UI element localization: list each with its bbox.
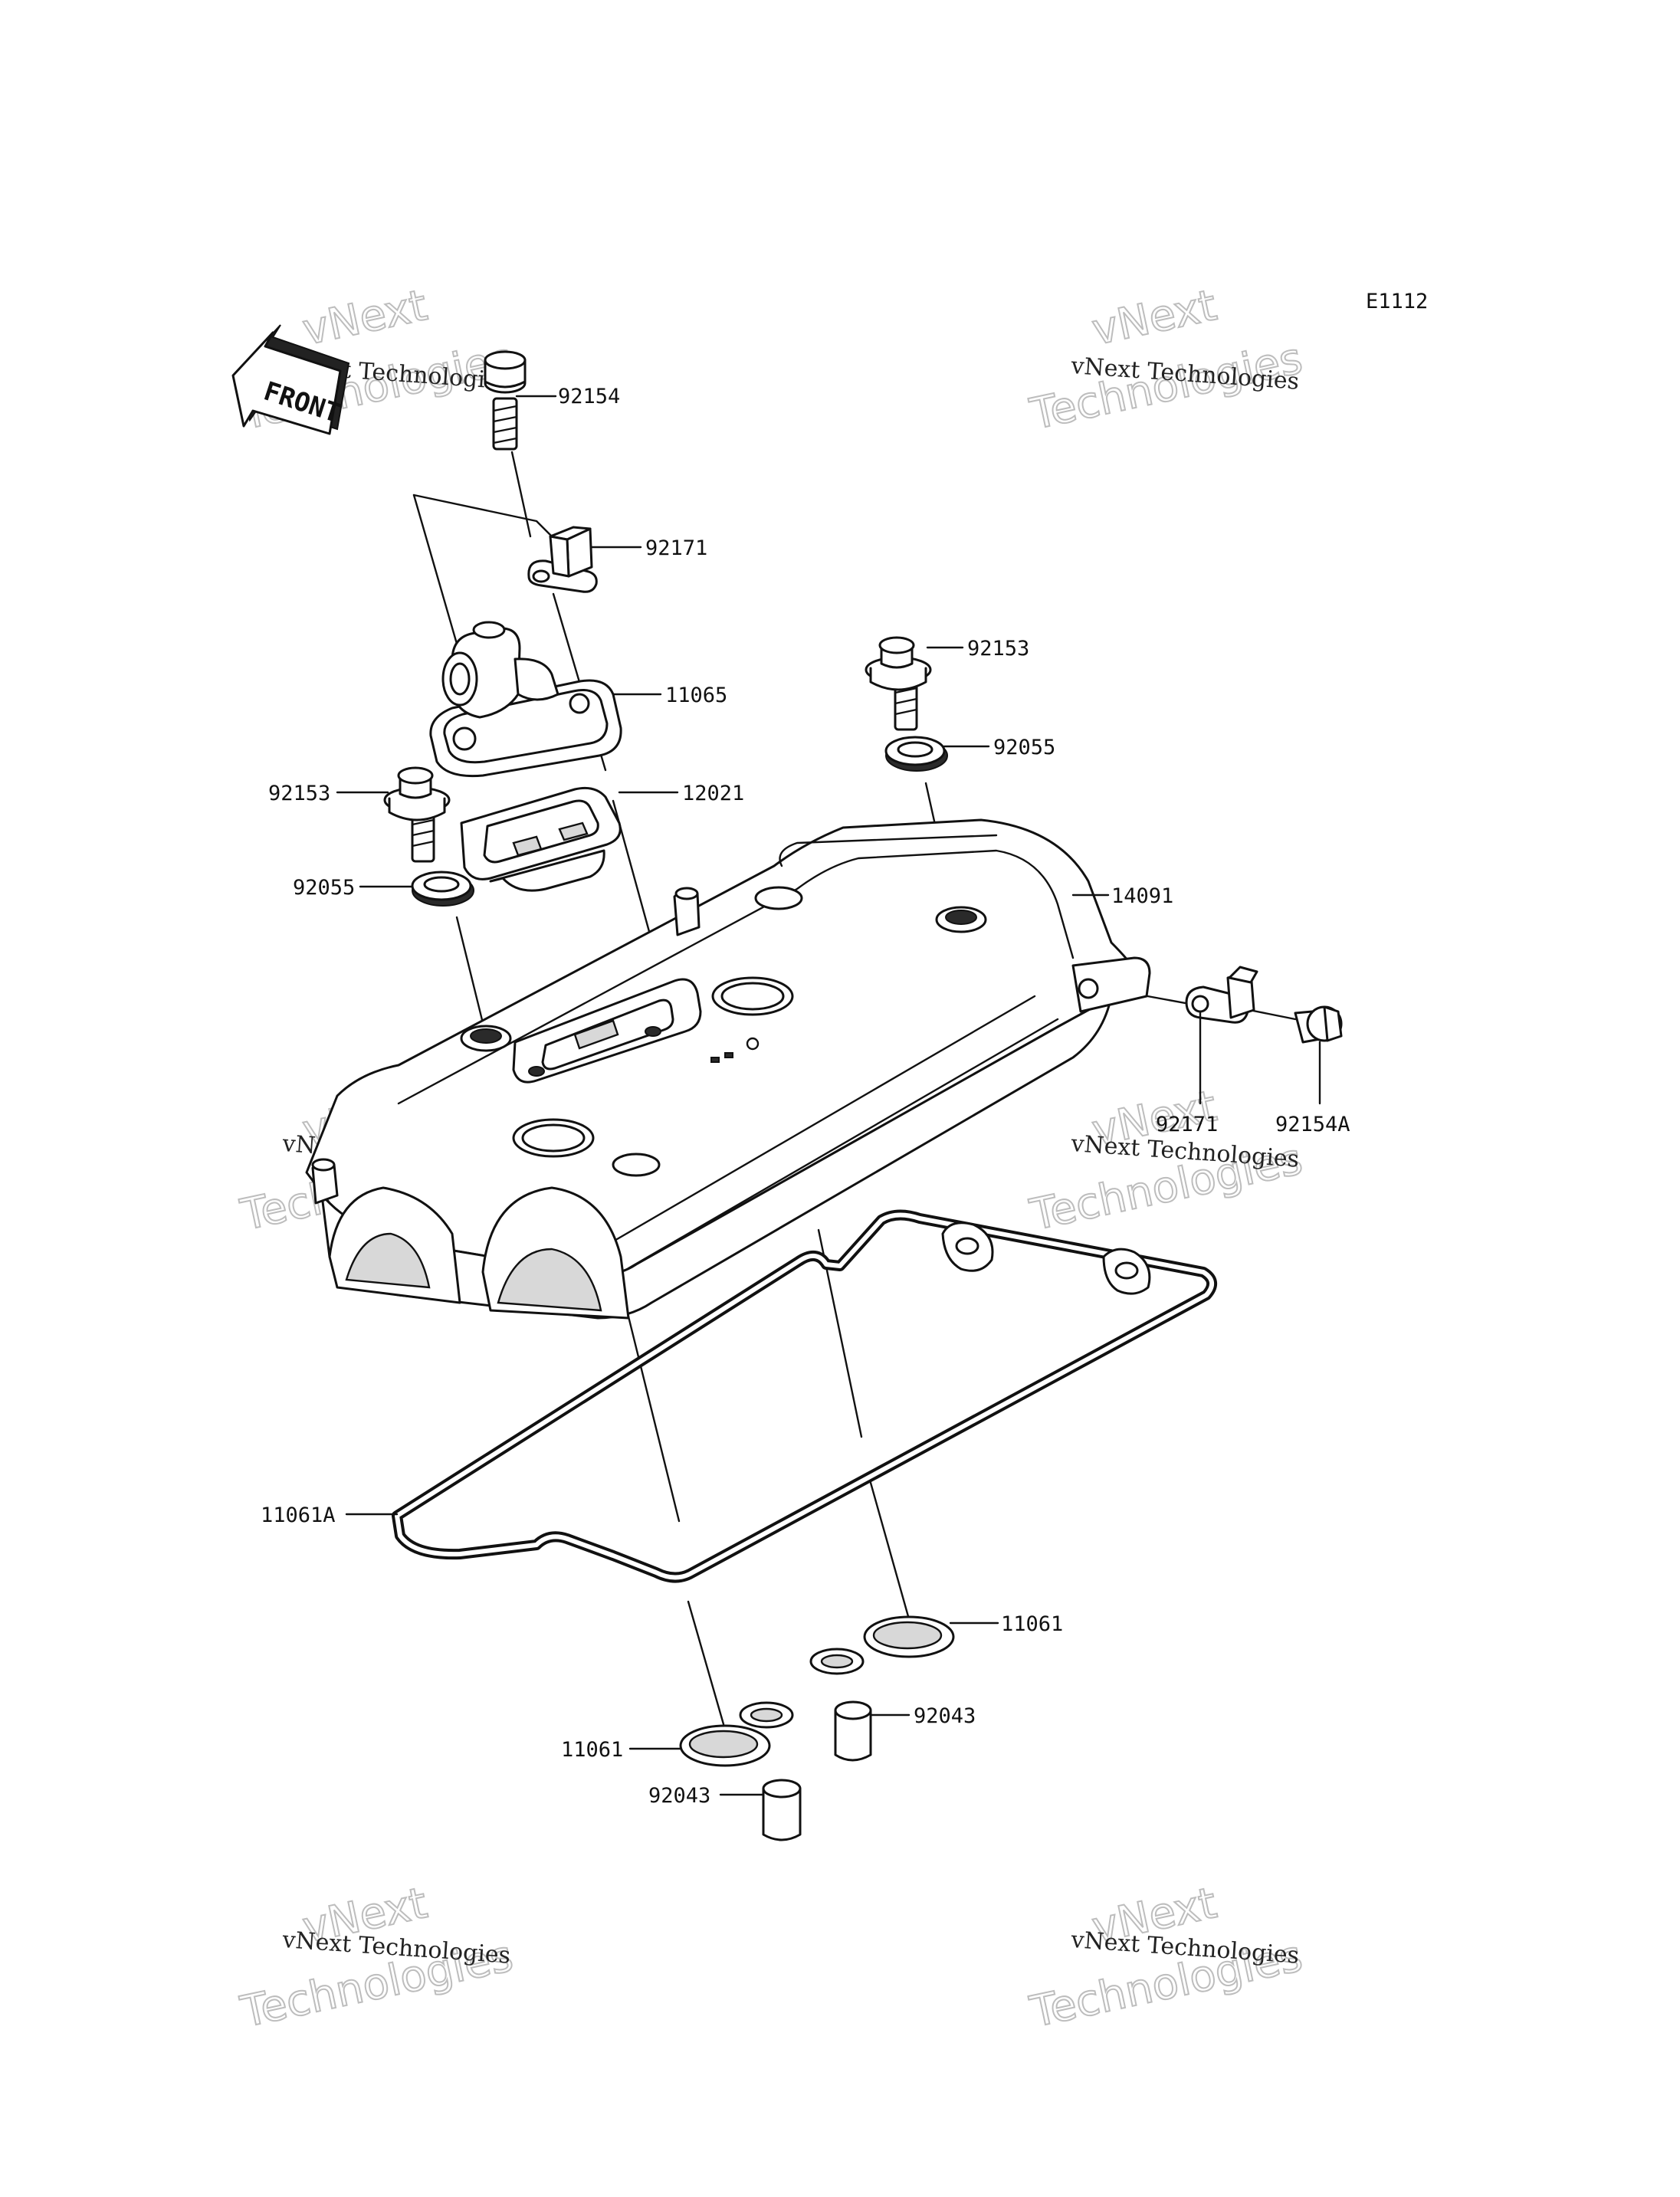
label-92154: 92154	[558, 385, 620, 408]
label-11061A: 11061A	[261, 1503, 336, 1527]
label-92154A: 92154A	[1275, 1113, 1350, 1136]
gasket-12021	[460, 786, 622, 892]
watermark-big-line1: vNext	[1088, 280, 1221, 356]
bolt-92154	[484, 350, 527, 451]
breather-cover-11065	[429, 621, 622, 778]
diagram-code: E1112	[1366, 290, 1428, 313]
gasket-11061A	[392, 1209, 1217, 1583]
label-92171-right: 92171	[1156, 1113, 1218, 1136]
dowel-92043-left	[762, 1779, 802, 1841]
bolt-92153-left	[383, 766, 451, 863]
watermark-middle-right: vNext Technologies vNext Technologies	[1025, 1080, 1307, 1241]
label-92153-left: 92153	[268, 782, 330, 805]
watermark-big-line1: vNext	[298, 280, 431, 356]
label-14091: 14091	[1111, 884, 1173, 908]
watermark-top-right: vNext Technologies vNext Technologies	[1025, 280, 1307, 441]
label-92055-left: 92055	[293, 876, 355, 900]
label-11061-right: 11061	[1001, 1612, 1063, 1636]
watermark-bottom-right: vNext Technologies vNext Technologies	[1025, 1877, 1307, 2038]
label-11061-left: 11061	[561, 1738, 623, 1762]
watermark-bottom-left: vNext Technologies vNext Technologies	[235, 1877, 517, 2038]
label-92043-right: 92043	[914, 1704, 976, 1728]
washer-92055-right	[884, 736, 948, 772]
label-92055-right: 92055	[993, 736, 1055, 759]
clip-92171-top	[527, 526, 598, 593]
plug-seal-11061-left	[679, 1701, 794, 1767]
bolt-92153-right	[865, 636, 932, 731]
bolt-92154A	[1294, 1005, 1343, 1044]
leader-lines	[336, 395, 1321, 1796]
part-labels: 92154 92171 11065 92153 92055 92153 1202…	[261, 385, 1350, 1808]
dowel-92043-right	[834, 1700, 872, 1762]
label-11065: 11065	[665, 684, 727, 707]
front-arrow-icon: FRONT	[231, 324, 350, 435]
label-12021: 12021	[682, 782, 744, 805]
label-92153-right: 92153	[967, 637, 1029, 661]
washer-92055-left	[411, 871, 474, 907]
cylinder-head-cover-14091	[305, 818, 1151, 1320]
plug-seal-11061-right	[809, 1615, 955, 1675]
label-92043-left: 92043	[648, 1784, 710, 1808]
label-92171-top: 92171	[645, 536, 707, 560]
clip-92171-right	[1185, 966, 1258, 1024]
